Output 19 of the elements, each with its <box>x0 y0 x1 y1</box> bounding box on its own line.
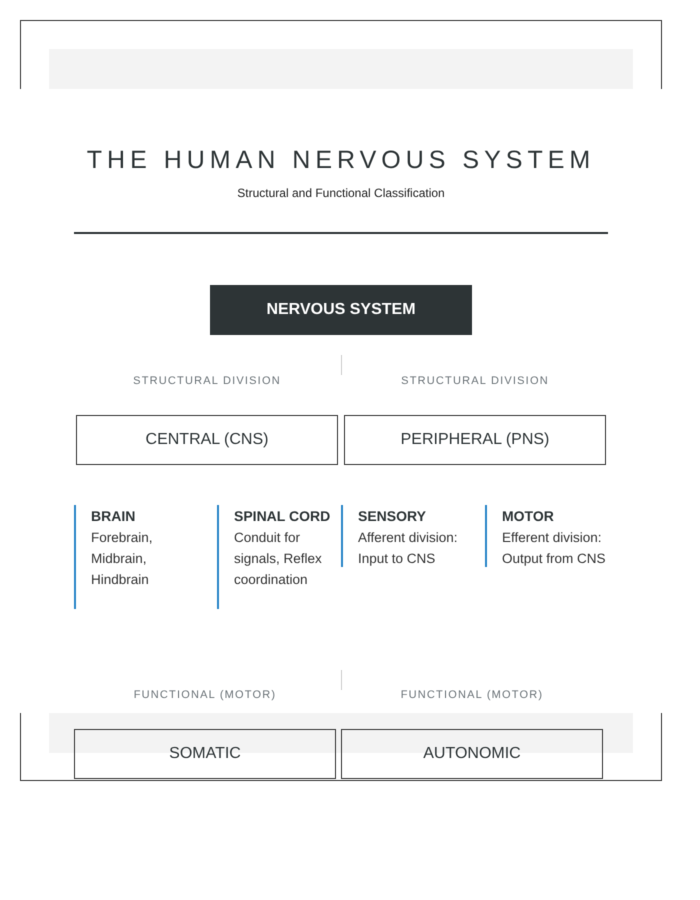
title: THE HUMAN NERVOUS SYSTEM <box>86 146 596 175</box>
item-description: Forebrain, Midbrain, Hindbrain <box>91 529 154 589</box>
section-label: FUNCTIONAL (MOTOR) <box>132 689 278 701</box>
section-label: FUNCTIONAL (MOTOR) <box>400 689 544 701</box>
item-heading: MOTOR <box>502 507 555 525</box>
item-heading: BRAIN <box>91 507 136 525</box>
category-box: SOMATIC <box>74 729 336 779</box>
item-description: Afferent division: Input to CNS <box>358 529 459 568</box>
subtitle: Structural and Functional Classification <box>236 186 446 200</box>
category-box: PERIPHERAL (PNS) <box>344 415 606 465</box>
root-box: NERVOUS SYSTEM <box>210 285 472 335</box>
item-description: Conduit for signals, Reflex coordination <box>234 529 323 589</box>
category-box: AUTONOMIC <box>341 729 603 779</box>
item-heading: SPINAL CORD <box>234 507 332 525</box>
section-label: STRUCTURAL DIVISION <box>400 375 550 387</box>
section-label: STRUCTURAL DIVISION <box>132 375 282 387</box>
category-box: CENTRAL (CNS) <box>76 415 338 465</box>
item-heading: SENSORY <box>358 507 427 525</box>
item-description: Efferent division: Output from CNS <box>502 529 607 568</box>
